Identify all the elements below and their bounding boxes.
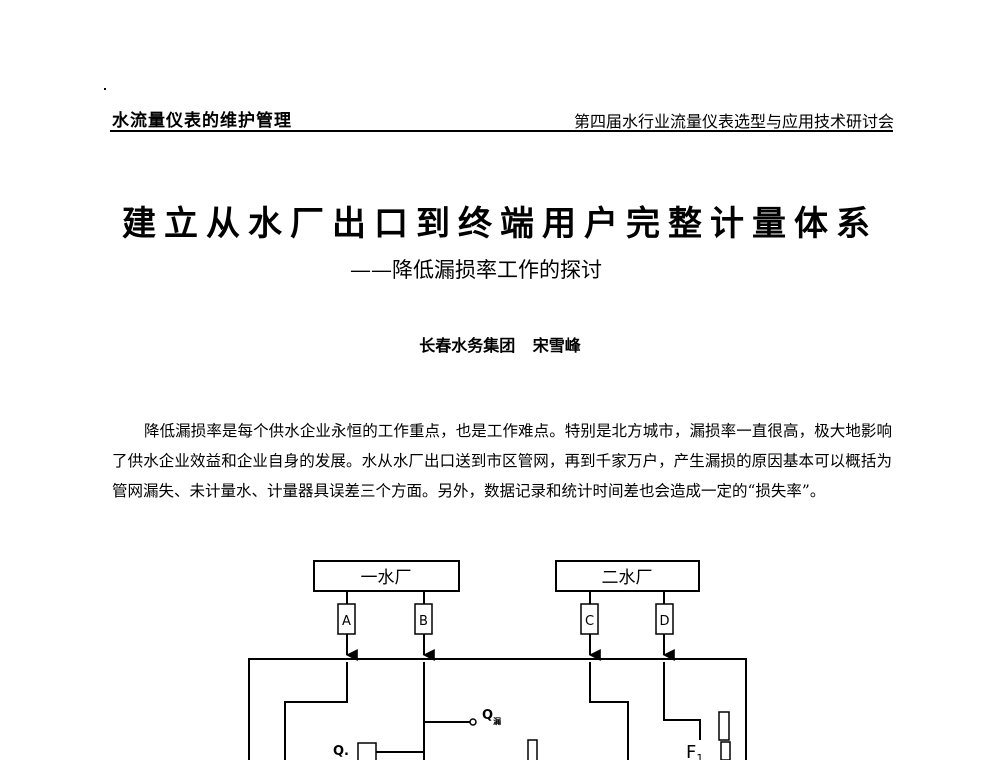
header-rule [110, 130, 893, 132]
pipe-c-internal [589, 662, 629, 760]
pipe-a-internal [284, 662, 348, 760]
paper-title: 建立从水厂出口到终端用户完整计量体系 [122, 204, 878, 244]
running-header-left: 水流量仪表的维护管理 [112, 111, 292, 131]
author-line: 长春水务集团 宋雪峰 [0, 332, 1000, 356]
f1-label: F1 [686, 742, 703, 760]
plant1-box [313, 560, 460, 592]
stray-dot [104, 88, 106, 90]
body-paragraph: 降低漏损率是每个供水企业永恒的工作重点，也是工作难点。特别是北方城市，漏损率一直… [112, 422, 892, 500]
meter-a-label: A [342, 614, 351, 629]
plant2-label: 二水厂 [602, 568, 653, 588]
network-boundary [248, 658, 747, 760]
inner-meter-center [527, 739, 538, 760]
author-name: 宋雪峰 [532, 336, 581, 355]
inner-meter-right-2 [720, 741, 731, 760]
paper-subtitle: ——降低漏损率工作的探讨 [350, 258, 602, 282]
running-header-right: 第四届水行业流量仪表选型与应用技术研讨会 [573, 112, 894, 131]
inner-meter-right [718, 711, 730, 741]
pipe-d-internal [663, 662, 701, 740]
meter-b-label: B [419, 614, 428, 629]
meter-c-label: C [585, 614, 594, 629]
plant2-box [555, 560, 700, 592]
leak-flow-label: Q漏 [482, 708, 501, 726]
author-organization: 长春水务集团 [419, 336, 516, 355]
meter-d-label: D [659, 614, 669, 629]
plant1-label: 一水厂 [361, 568, 412, 588]
leak-outlet-node [469, 718, 477, 726]
q-left-label: Q. [333, 744, 349, 759]
inner-meter-left [357, 742, 377, 760]
